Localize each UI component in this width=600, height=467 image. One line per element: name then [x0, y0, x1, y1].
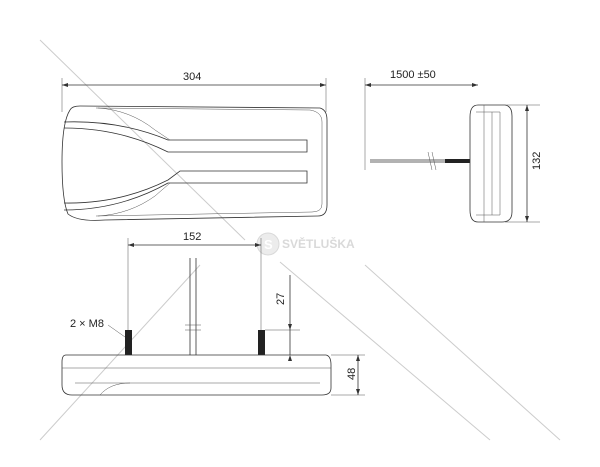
bolt-left — [125, 330, 132, 355]
watermark-logo: S SVĚTLUŠKA — [256, 232, 355, 256]
dim-height-label: 132 — [531, 152, 543, 170]
dim-width-label: 304 — [183, 71, 201, 83]
dim-bolt-length-label: 27 — [275, 293, 287, 305]
dim-bolt-spacing-label: 152 — [183, 231, 201, 243]
top-view: 304 — [61, 71, 328, 221]
bolt-right — [258, 330, 265, 355]
bottom-view: 152 27 2 × M8 48 — [61, 231, 365, 396]
svg-text:S: S — [264, 237, 273, 252]
dim-cable-label: 1500 ±50 — [390, 69, 436, 81]
bolt-spec-label: 2 × M8 — [70, 318, 104, 330]
side-view: 1500 ±50 132 — [364, 69, 543, 223]
watermark-brand: SVĚTLUŠKA — [282, 236, 355, 251]
dim-depth-label: 48 — [346, 368, 358, 380]
watermark-lines — [39, 39, 561, 441]
